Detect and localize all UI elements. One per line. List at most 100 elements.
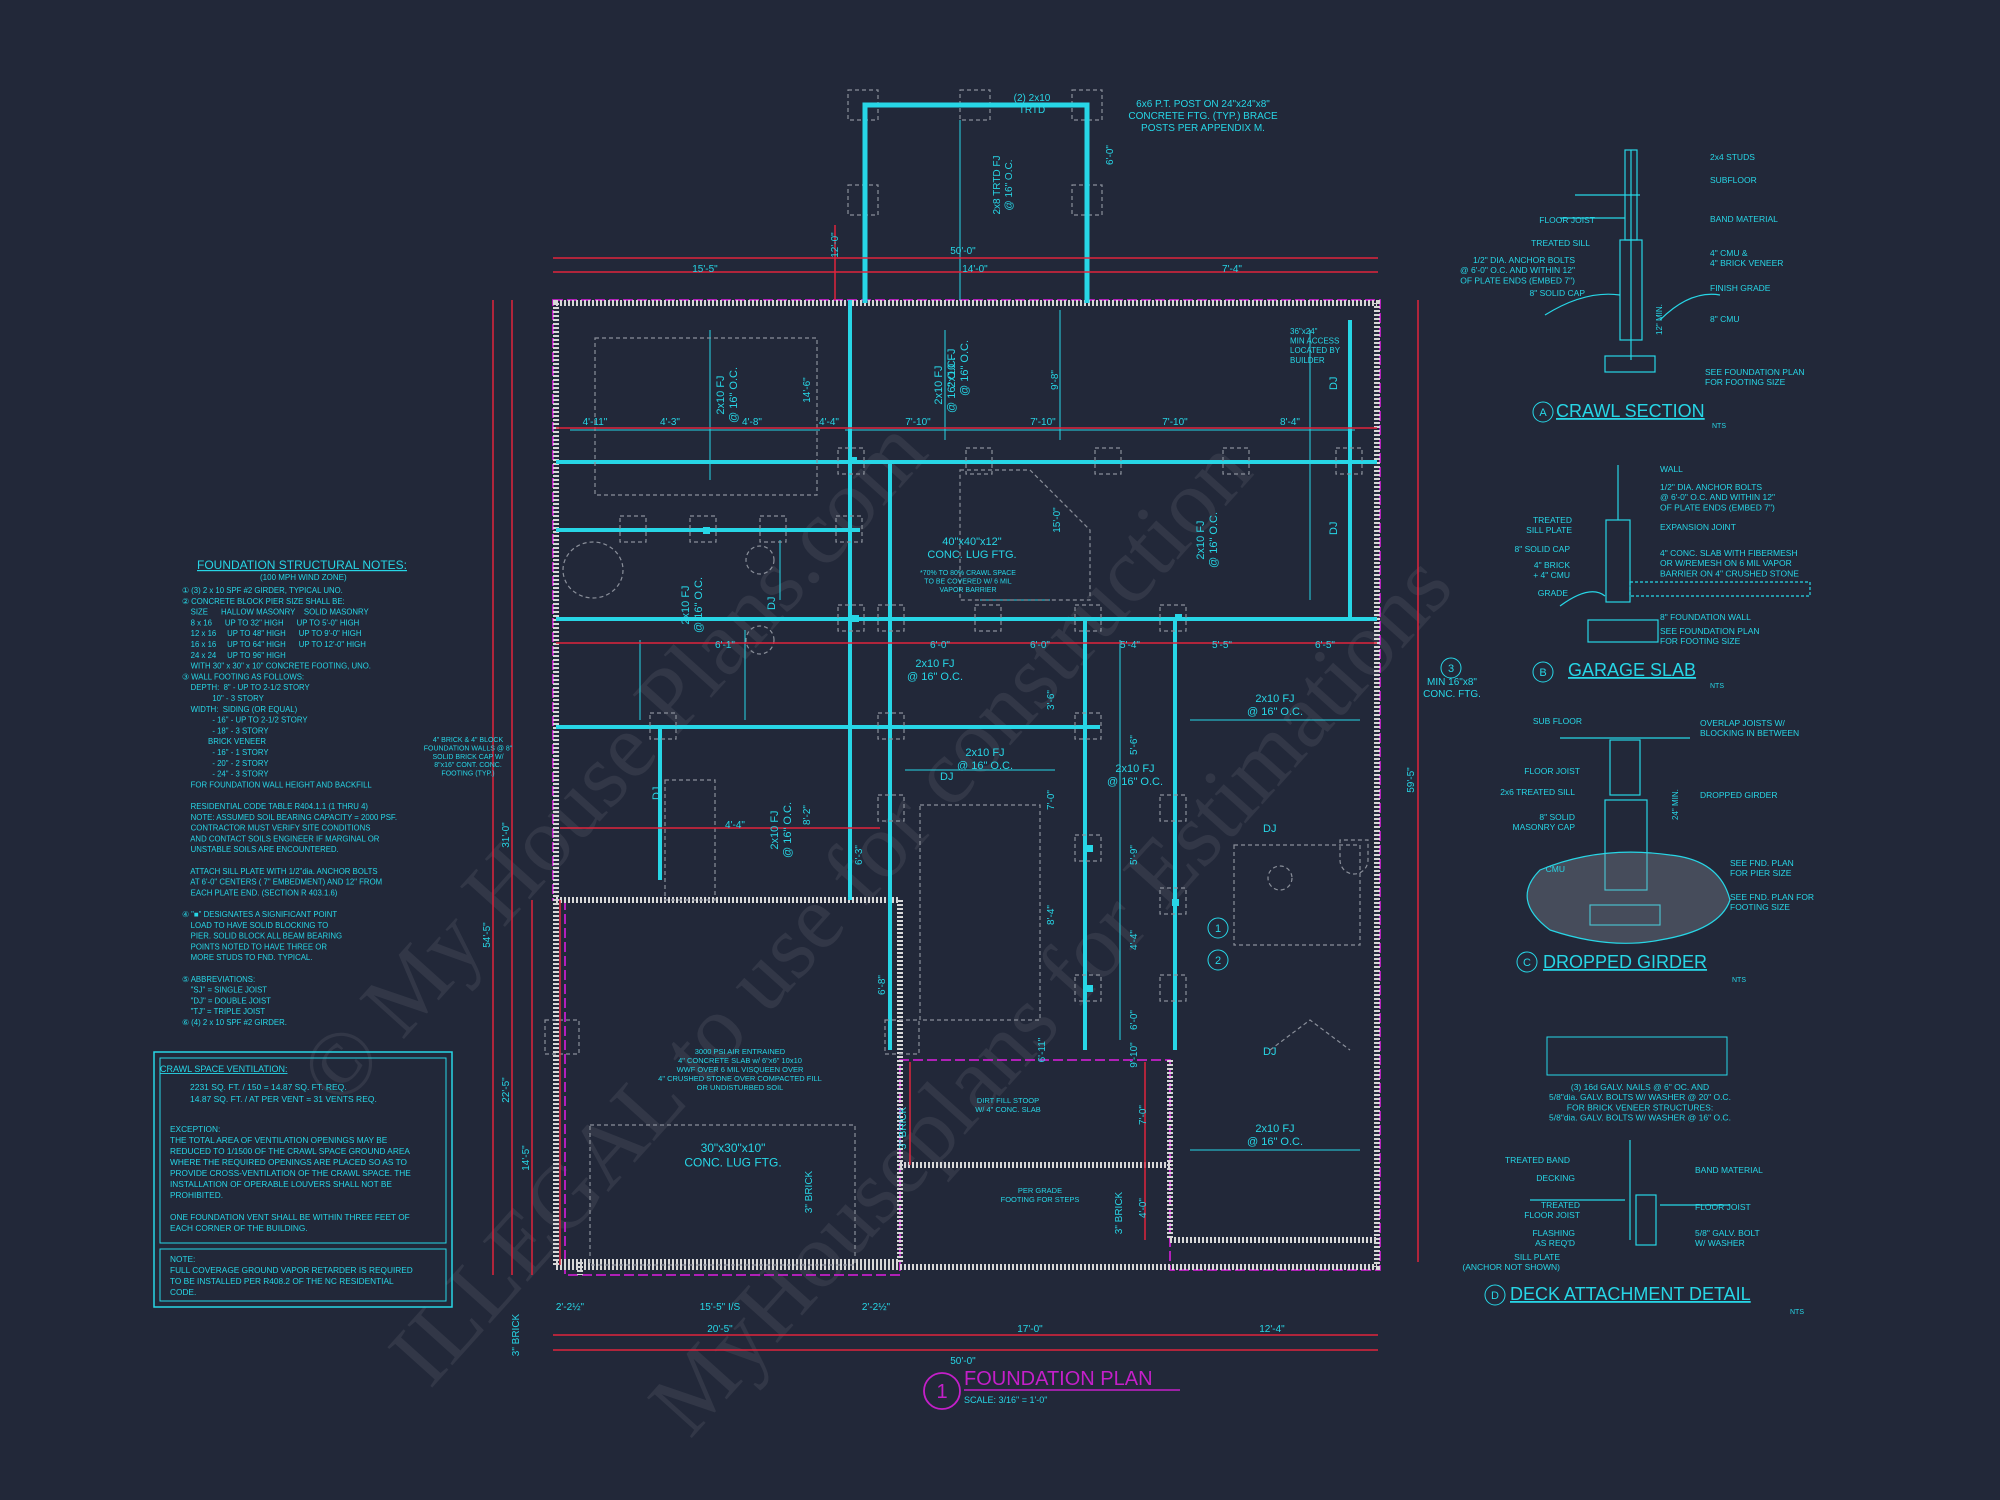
dim-bottom-e: 17'-0" [1017, 1324, 1043, 1335]
detail-a-label: 4" CMU &4" BRICK VENEER [1710, 248, 1783, 268]
note-line: 10" - 3 STORY [182, 694, 265, 703]
detail-d-letter: D [1491, 1290, 1499, 1302]
detail-c-title: DROPPED GIRDER [1543, 952, 1707, 972]
fj-label-h: 2x10 FJ@ 16" O.C. [1247, 693, 1303, 718]
plan-scale: SCALE: 3/16" = 1'-0" [964, 1395, 1047, 1405]
dimension-lines [492, 225, 1419, 1351]
note-line: WIDTH: SIDING (OR EQUAL) [182, 705, 298, 714]
detail-b-left-label: 4" BRICK+ 4" CMU [1533, 560, 1570, 580]
dim-row-h: 8'-4" [1280, 417, 1300, 428]
dj-label-4: DJ [940, 771, 953, 783]
detail-c-label: DROPPED GIRDER [1700, 790, 1777, 800]
note-line: PIER. SOLID BLOCK ALL BEAM BEARING [182, 932, 342, 941]
dim-bottom-b: 15'-5" I/S [700, 1302, 741, 1313]
vent-note-line: CODE. [170, 1287, 196, 1297]
dim-mid-e: 5'-5" [1212, 640, 1232, 651]
watermark-1: © My House Plans.com [279, 399, 945, 1123]
vent-exception-line: EXCEPTION: [170, 1124, 220, 1134]
dj-label-2: DJ [1328, 377, 1340, 390]
vent-calc-2: 14.87 SQ. FT. / AT PER VENT = 31 VENTS R… [190, 1094, 377, 1104]
notes-wind: (100 MPH WIND ZONE) [260, 573, 347, 582]
detail-c-left-label: CMU [1546, 864, 1565, 874]
note-line: 12 x 16 UP TO 48" HIGH UP TO 9'-0" HIGH [182, 629, 362, 638]
dim-mid-g: 4'-4" [725, 820, 745, 831]
dim-porch-a: 12'-0" [830, 232, 841, 258]
note-line: FOR FOUNDATION WALL HEIGHT AND BACKFILL [182, 780, 372, 789]
dim-top-mid: 14'-0" [962, 264, 988, 275]
dim-row-d: 4'-4" [819, 417, 839, 428]
dim-6-8: 6'-8" [877, 975, 888, 995]
dim-6-3: 6'-3" [854, 845, 865, 865]
vent-note: NOTE:FULL COVERAGE GROUND VAPOR RETARDER… [170, 1254, 413, 1297]
vent-calc-1: 2231 SQ. FT. / 150 = 14.87 SQ. FT. REQ. [190, 1082, 347, 1092]
detail-d-left-label: DECKING [1536, 1173, 1575, 1183]
detail-a-letter: A [1539, 407, 1547, 419]
dj-label-7: DJ [651, 787, 663, 800]
note-line: RESIDENTIAL CODE TABLE R404.1.1 (1 THRU … [182, 802, 368, 811]
fj-label-d: 2x10 FJ@ 16" O.C. [680, 577, 705, 633]
watermarks: © My House Plans.com ILLEGAL to use for … [279, 399, 1471, 1453]
dim-bottom-c: 2'-2½" [862, 1302, 891, 1313]
dim-15-0: 15'-0" [1052, 507, 1063, 533]
dim-8-2: 8'-2" [802, 805, 813, 825]
plan-title-block: 1 FOUNDATION PLAN SCALE: 3/16" = 1'-0" [923, 1368, 1180, 1410]
fj-label-g: 2x10 FJ@ 16" O.C. [1107, 763, 1163, 788]
vent-exception-line: PROHIBITED. [170, 1190, 223, 1200]
callout-1: 1 [1215, 923, 1221, 935]
detail-b-letter: B [1539, 667, 1546, 679]
note-line: 16 x 16 UP TO 64" HIGH UP TO 12'-0" HIGH [182, 640, 366, 649]
detail-c-left-label: 2x6 TREATED SILL [1500, 787, 1575, 797]
detail-c-left-label: FLOOR JOIST [1524, 766, 1580, 776]
fj-label-i: 2x10 FJ@ 16" O.C. [1247, 1123, 1303, 1148]
dim-6-0b: 6'-0" [1129, 1010, 1140, 1030]
note-line: 24 x 24 UP TO 96" HIGH [182, 651, 286, 660]
fj-label-f: 2x10 FJ@ 16" O.C. [957, 747, 1013, 772]
dim-row-a: 4'-11" [583, 417, 608, 428]
note-line: CONTRACTOR MUST VERIFY SITE CONDITIONS [182, 824, 370, 833]
dj-label-1: DJ [766, 597, 778, 610]
fj-label-a: 2x10 FJ@ 16" O.C. [715, 367, 740, 423]
dim-row-b: 4'-3" [660, 417, 680, 428]
note-line: "TJ" = TRIPLE JOIST [182, 1007, 265, 1016]
detail-a-label: FINISH GRADE [1710, 283, 1771, 293]
callout-2: 2 [1215, 955, 1221, 967]
vent-exception-line: REDUCED TO 1/1500 OF THE CRAWL SPACE GRO… [170, 1146, 410, 1156]
note-line: ② CONCRETE BLOCK PIER SIZE SHALL BE: [182, 597, 345, 606]
dim-4-0: 4'-0" [1138, 1198, 1149, 1218]
porch-joist-label: 2x8 TRTD FJ@ 16" O.C. [992, 155, 1015, 214]
note-line: WITH 30" x 30" x 10" CONCRETE FOOTING, U… [182, 662, 371, 671]
detail-d-nts: NTS [1790, 1309, 1804, 1316]
dim-right-total: 59'-5" [1406, 767, 1417, 793]
note-line: LOAD TO HAVE SOLID BLOCKING TO [182, 921, 328, 930]
note-line: UNSTABLE SOILS ARE ENCOUNTERED. [182, 845, 339, 854]
detail-c-left-label: SUB FLOOR [1533, 716, 1582, 726]
detail-b-title: GARAGE SLAB [1568, 660, 1696, 680]
fj-label-j: 2x10 FJ@ 16" O.C. [769, 802, 794, 858]
piers [544, 447, 1363, 1055]
dim-mid-d: 5'-4" [1120, 640, 1140, 651]
lug-footing-note: 40"x40"x12"CONC. LUG FTG. [927, 536, 1016, 561]
detail-a-label: SUBFLOOR [1710, 175, 1757, 185]
detail-b-label: EXPANSION JOINT [1660, 522, 1736, 532]
note-line: "DJ" = DOUBLE JOIST [182, 996, 271, 1005]
dim-row-g: 7'-10" [1162, 417, 1188, 428]
note-line: POINTS NOTED TO HAVE THREE OR [182, 942, 327, 951]
brick-c: 3" BRICK [1114, 1191, 1125, 1234]
dim-9-8: 9'-8" [1050, 370, 1061, 390]
dimension-labels: 50'-0" 15'-5" 14'-0" 7'-4" 12'-0" 6'-0" … [482, 145, 1417, 1367]
plan-title: FOUNDATION PLAN [964, 1368, 1153, 1390]
garage-footing-note: 30"x30"x10"CONC. LUG FTG. [684, 1141, 781, 1169]
vent-exception-line: ONE FOUNDATION VENT SHALL BE WITHIN THRE… [170, 1212, 410, 1222]
min-footing-note: MIN 16"x8"CONC. FTG. [1423, 677, 1481, 700]
dim-bottom-total: 50'-0" [950, 1356, 976, 1367]
note-line: AND CONTACT SOILS ENGINEER IF MARGINAL O… [182, 834, 380, 843]
